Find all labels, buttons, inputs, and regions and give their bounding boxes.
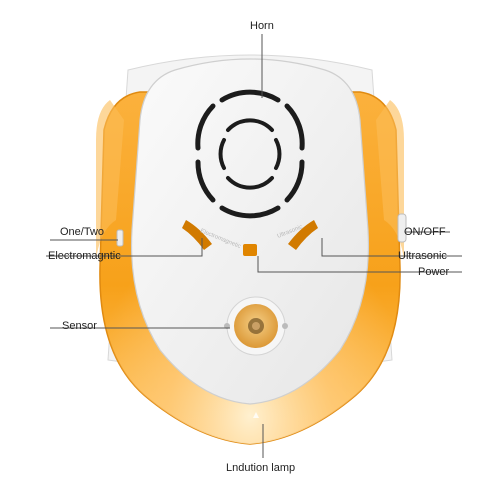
electromagnetic-slot (182, 220, 212, 250)
left-tab (96, 100, 124, 260)
electromagnetic-leader (46, 238, 203, 257)
lamp-marker (253, 412, 259, 418)
on-off-label: ON/OFF (404, 226, 446, 238)
electromagnetic-label: Electromagntic (48, 250, 121, 262)
power-leader (257, 256, 462, 273)
on-off-switch (397, 213, 407, 243)
power-indicator (243, 244, 257, 256)
right-tab (376, 100, 404, 260)
light-sensor (224, 296, 288, 356)
callout-lines (46, 34, 462, 458)
one-two-switch (116, 229, 124, 247)
horn-grille (195, 89, 305, 219)
face-plate (130, 58, 370, 405)
one-two-label: One/Two (60, 226, 105, 238)
sensor-label: Sensor (62, 320, 97, 332)
lamp-label: Lndution lamp (226, 462, 296, 474)
ultrasonic-slot (288, 220, 318, 250)
ultrasonic-leader (321, 238, 462, 257)
ultrasonic-label: Ultrasonic (398, 250, 447, 262)
horn-label: Horn (250, 20, 274, 32)
power-label: Power (418, 266, 450, 278)
